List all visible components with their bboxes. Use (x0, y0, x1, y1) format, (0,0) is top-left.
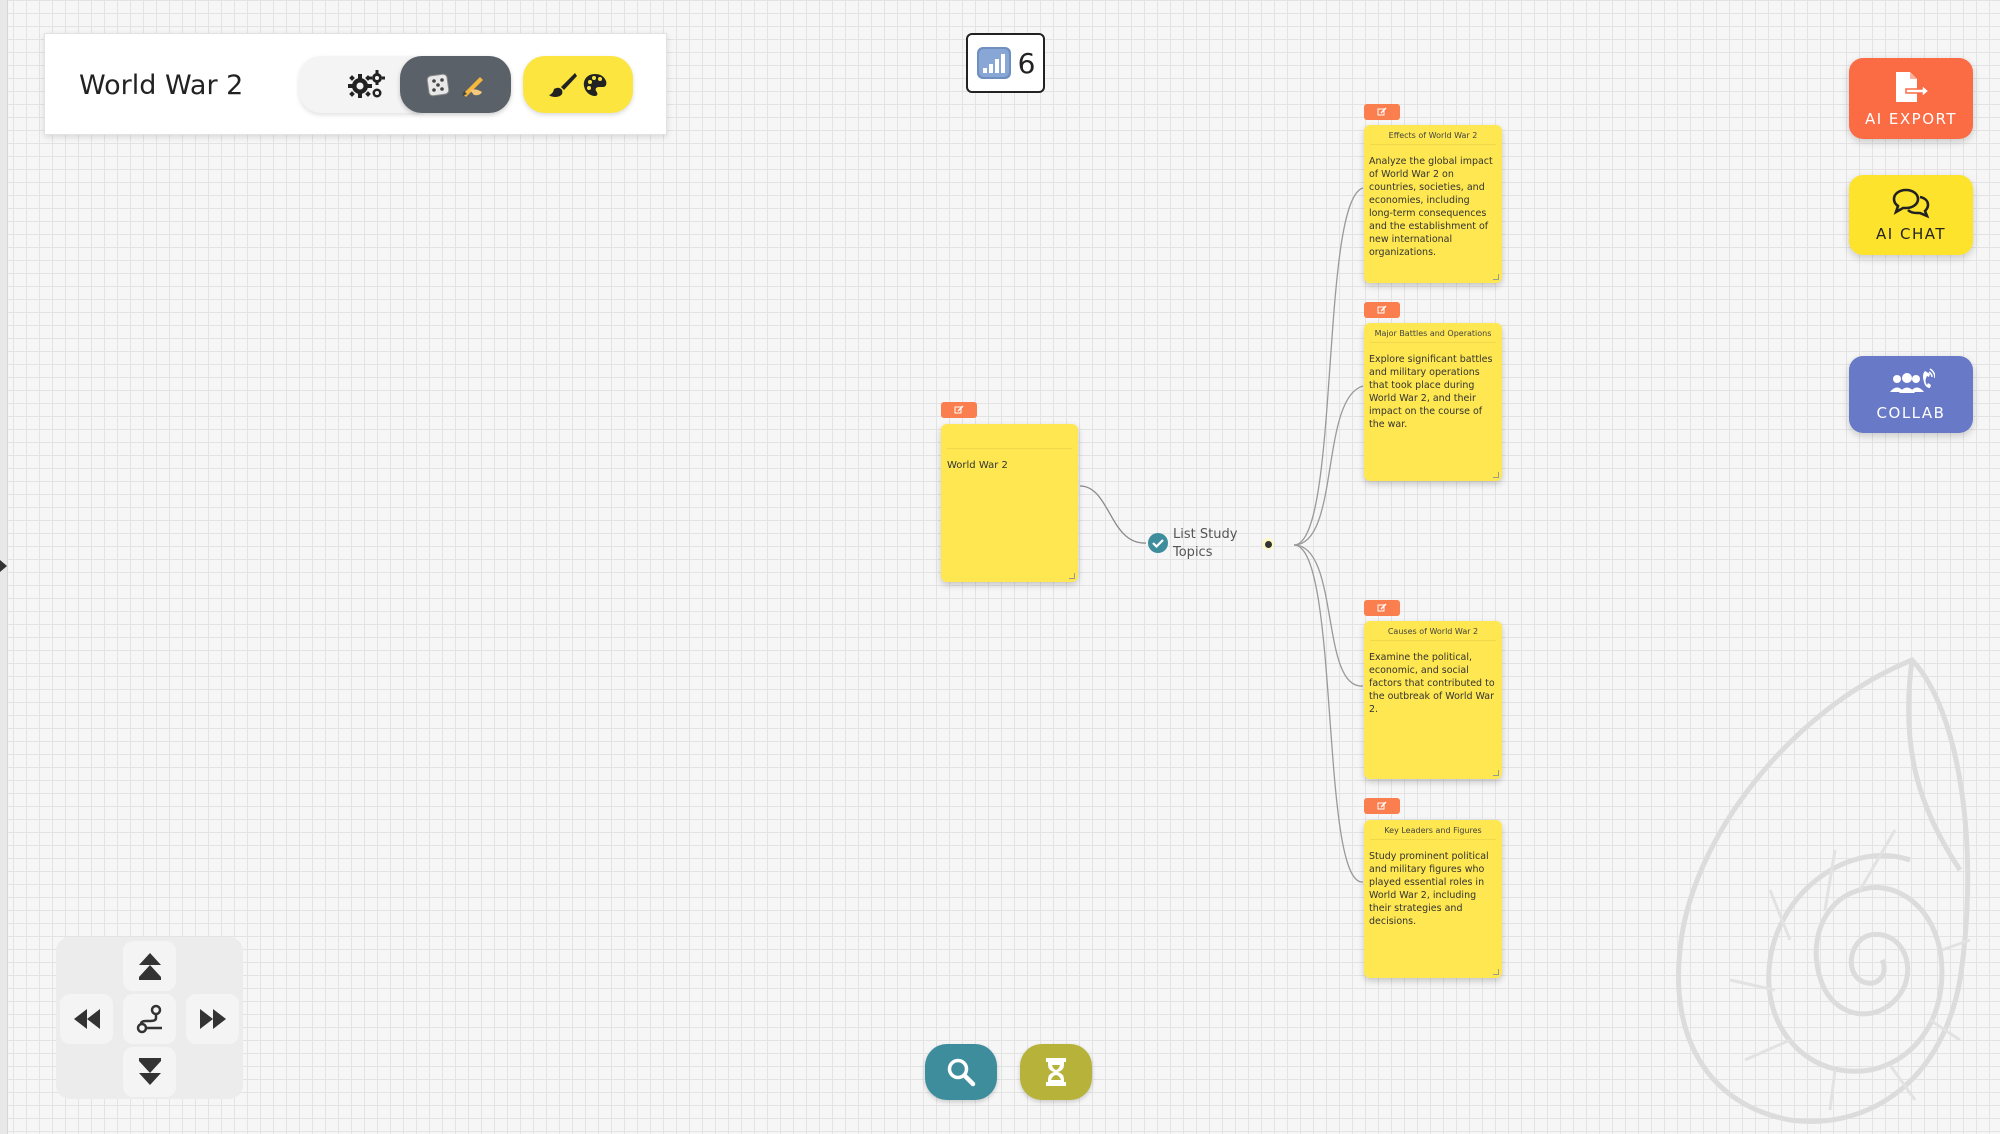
pan-right-button[interactable] (186, 994, 239, 1044)
title-panel: World War 2 (44, 33, 667, 135)
chat-bubbles-icon (1892, 188, 1930, 219)
process-output-port[interactable] (1262, 538, 1274, 550)
ai-export-label: AI EXPORT (1864, 109, 1958, 128)
search-button[interactable] (925, 1044, 997, 1100)
root-note-card[interactable]: World War 2 (941, 424, 1078, 582)
ai-chat-button[interactable]: AI CHAT (1849, 175, 1973, 255)
topic-note-text: Examine the political, economic, and soc… (1369, 652, 1495, 715)
paintbrush-icon (549, 72, 577, 97)
gears-icon (348, 69, 385, 98)
topic-note-title: Effects of World War 2 (1370, 125, 1496, 145)
pan-down-button[interactable] (123, 1047, 176, 1097)
edit-icon (1377, 107, 1387, 116)
topic-note-title: Major Battles and Operations (1370, 323, 1496, 343)
pan-left-button[interactable] (60, 994, 113, 1044)
topic-note-text: Analyze the global impact of World War 2… (1369, 156, 1493, 258)
ai-export-button[interactable]: AI EXPORT (1849, 58, 1973, 139)
ai-chat-label: AI CHAT (1876, 225, 1946, 243)
palette-icon (583, 73, 607, 96)
nautilus-logo-watermark (1676, 657, 1971, 1124)
edit-node-button[interactable] (1364, 600, 1400, 616)
double-chevron-up-icon (138, 953, 161, 980)
hourglass-icon (1046, 1058, 1066, 1086)
process-label-line2: Topics (1173, 545, 1213, 560)
recenter-button[interactable] (123, 994, 176, 1044)
edit-icon (1377, 603, 1387, 612)
topic-note-title: Causes of World War 2 (1370, 621, 1496, 641)
edit-icon (1377, 305, 1387, 314)
resize-handle[interactable] (1493, 274, 1499, 280)
topic-note-title: Key Leaders and Figures (1370, 820, 1496, 840)
route-icon (136, 1004, 162, 1034)
fast-forward-icon (199, 1009, 226, 1029)
edit-icon (954, 405, 964, 414)
writing-hand-icon (461, 76, 483, 97)
topic-note-card[interactable]: Effects of World War 2 Analyze the globa… (1364, 125, 1502, 283)
resize-handle[interactable] (1493, 969, 1499, 975)
root-note-title-divider (947, 424, 1072, 449)
collab-button[interactable]: COLLAB (1849, 356, 1973, 433)
random-write-button[interactable] (400, 56, 511, 113)
edit-node-button[interactable] (1364, 302, 1400, 318)
process-step-label[interactable]: List Study Topics (1173, 526, 1237, 562)
process-label-line1: List Study (1173, 527, 1238, 542)
resize-handle[interactable] (1069, 573, 1075, 579)
resize-handle[interactable] (1493, 472, 1499, 478)
topic-note-card[interactable]: Key Leaders and Figures Study prominent … (1364, 820, 1502, 978)
file-export-icon (1896, 71, 1930, 102)
edit-node-button[interactable] (1364, 798, 1400, 814)
topic-note-card[interactable]: Causes of World War 2 Examine the politi… (1364, 621, 1502, 779)
fast-backward-icon (73, 1009, 100, 1029)
search-icon (947, 1058, 976, 1087)
navigation-pad (56, 937, 243, 1099)
users-phone-icon (1890, 367, 1935, 393)
node-count: 6 (1017, 46, 1036, 80)
root-note-text: World War 2 (947, 460, 1008, 471)
theme-button[interactable] (523, 56, 633, 113)
edit-icon (1377, 801, 1387, 810)
topic-note-card[interactable]: Major Battles and Operations Explore sig… (1364, 323, 1502, 481)
edit-node-button[interactable] (941, 402, 977, 418)
topic-note-text: Explore significant battles and military… (1369, 354, 1493, 430)
collab-label: COLLAB (1876, 403, 1946, 422)
node-counter[interactable]: 6 (966, 33, 1045, 93)
check-circle-icon (1148, 533, 1168, 553)
timer-button[interactable] (1020, 1044, 1092, 1100)
page-title: World War 2 (79, 70, 244, 101)
resize-handle[interactable] (1493, 770, 1499, 776)
signal-bars-icon (976, 47, 1011, 79)
pan-up-button[interactable] (123, 941, 176, 991)
dice-icon (426, 73, 449, 96)
sidebar-expand-arrow-icon[interactable] (0, 560, 7, 572)
edit-node-button[interactable] (1364, 104, 1400, 120)
topic-note-text: Study prominent political and military f… (1369, 851, 1489, 927)
double-chevron-down-icon (138, 1058, 161, 1085)
